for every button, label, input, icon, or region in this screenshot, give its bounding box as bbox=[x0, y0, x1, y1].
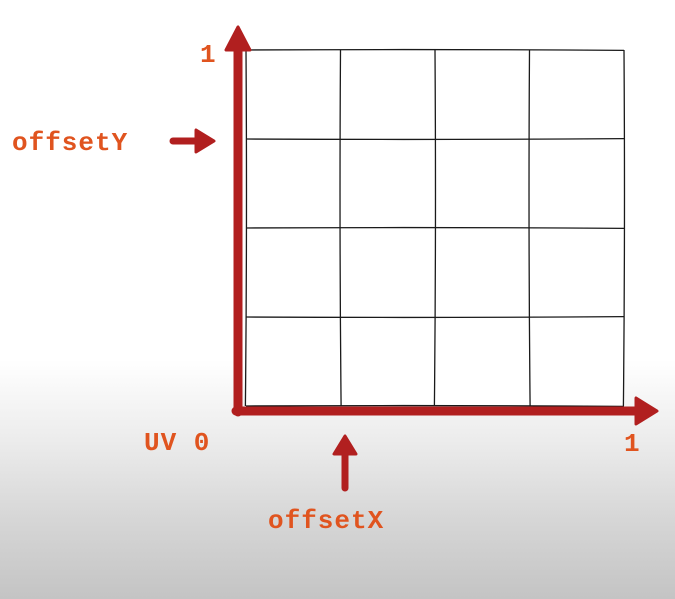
y-axis-arrowhead bbox=[224, 25, 252, 52]
offset-x-label: offsetX bbox=[268, 506, 385, 536]
grid-line-horizontal bbox=[245, 48, 625, 52]
grid-line-horizontal bbox=[245, 315, 625, 319]
x-axis-max-label: 1 bbox=[624, 429, 641, 459]
grid-line-horizontal bbox=[245, 137, 625, 141]
offset-y-arrow-head bbox=[194, 128, 216, 154]
uv-grid bbox=[244, 48, 626, 408]
grid-line-vertical bbox=[622, 49, 626, 407]
grid-line-horizontal bbox=[245, 226, 625, 230]
x-axis-arrowhead bbox=[634, 396, 659, 426]
offset-x-arrow-head bbox=[332, 434, 358, 456]
offset-y-label: offsetY bbox=[12, 128, 129, 158]
uv-origin-label: UV 0 bbox=[144, 428, 211, 458]
grid-line-horizontal bbox=[245, 404, 625, 408]
y-axis-max-label: 1 bbox=[200, 40, 217, 70]
